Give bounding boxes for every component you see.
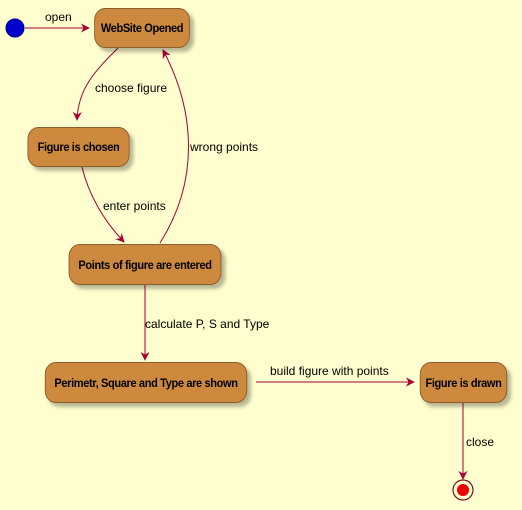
state-figure-drawn: Figure is drawn (419, 362, 508, 403)
final-state (452, 479, 474, 501)
transition-label-close: close (466, 435, 495, 449)
state-points-entered: Points of figure are entered (68, 244, 222, 285)
arrow-wrong-points (159, 49, 189, 244)
state-website-opened: WebSite Opened (94, 8, 190, 48)
state-figure-chosen: Figure is chosen (27, 127, 130, 167)
state-label: Points of figure are entered (78, 257, 212, 272)
transition-label-wrong-points: wrong points (190, 140, 259, 154)
transition-label-calculate: calculate P, S and Type (145, 317, 270, 331)
arrow-enter-points (81, 166, 125, 243)
state-shown: Perimetr, Square and Type are shown (44, 362, 248, 403)
transition-label-build-figure: build figure with points (270, 364, 389, 378)
transition-label-choose-figure: choose figure (95, 81, 168, 95)
state-label: Figure is drawn (425, 375, 502, 390)
state-label: Figure is chosen (37, 140, 120, 154)
initial-state-dot (5, 18, 25, 38)
state-label: Perimetr, Square and Type are shown (54, 375, 238, 390)
transition-label-enter-points: enter points (103, 199, 166, 213)
arrow-choose-figure (72, 47, 119, 121)
transition-label-open: open (45, 10, 72, 24)
state-label: WebSite Opened (100, 21, 184, 35)
